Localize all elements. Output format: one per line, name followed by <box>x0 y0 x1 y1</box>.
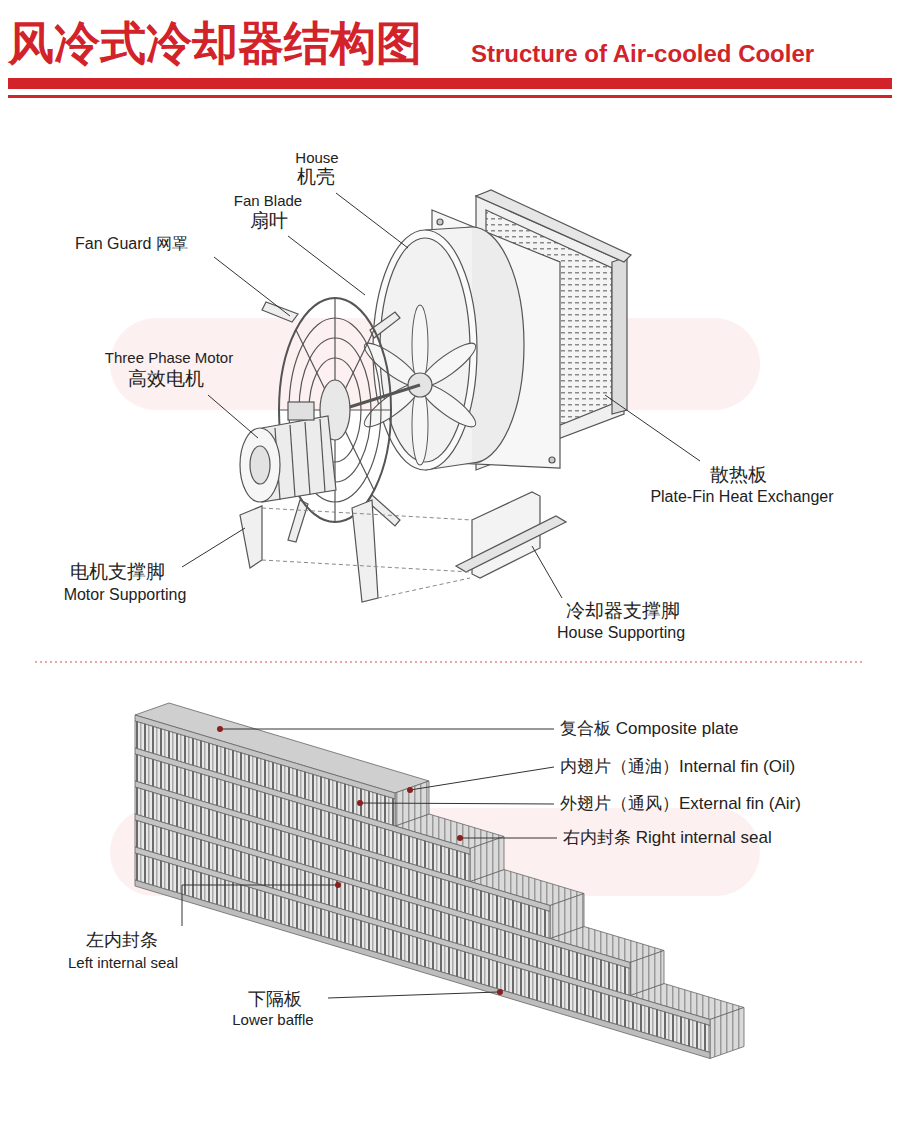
header-rule <box>8 95 892 98</box>
header-bar <box>8 78 892 89</box>
part-label: Fan Blade <box>234 192 302 210</box>
part-label: Lower baffle <box>232 1011 313 1029</box>
part-label: 内翅片（通油）Internal fin (Oil) <box>560 757 795 777</box>
leader-lines <box>182 193 700 598</box>
part-label: 扇叶 <box>250 210 288 233</box>
part-label: Left internal seal <box>68 954 178 972</box>
part-label: House Supporting <box>557 623 685 642</box>
part-label: 散热板 <box>710 464 767 487</box>
leader-dots <box>217 726 503 995</box>
part-label: 外翅片（通风）External fin (Air) <box>560 794 801 814</box>
part-label: 机壳 <box>297 166 335 189</box>
leader-lines <box>182 729 557 998</box>
part-label: Plate-Fin Heat Exchanger <box>650 487 833 506</box>
part-label: 高效电机 <box>128 368 204 391</box>
part-label: House <box>295 149 338 167</box>
part-label: Motor Supporting <box>64 585 187 604</box>
part-label: 电机支撑脚 <box>70 561 165 584</box>
divider <box>35 661 865 663</box>
main-title: 风冷式冷却器结构图 <box>8 16 422 71</box>
part-label: 右内封条 Right internal seal <box>563 828 772 848</box>
part-label: 下隔板 <box>248 989 302 1011</box>
cooler-exploded-view <box>240 190 631 602</box>
part-label: 复合板 Composite plate <box>560 719 739 739</box>
part-label: 左内封条 <box>86 930 158 952</box>
subtitle: Structure of Air-cooled Cooler <box>471 40 814 69</box>
part-label: Fan Guard 网罩 <box>75 234 188 253</box>
plate-fin-stack <box>135 703 744 1059</box>
part-label: 冷却器支撑脚 <box>566 600 680 623</box>
part-label: Three Phase Motor <box>105 349 233 367</box>
